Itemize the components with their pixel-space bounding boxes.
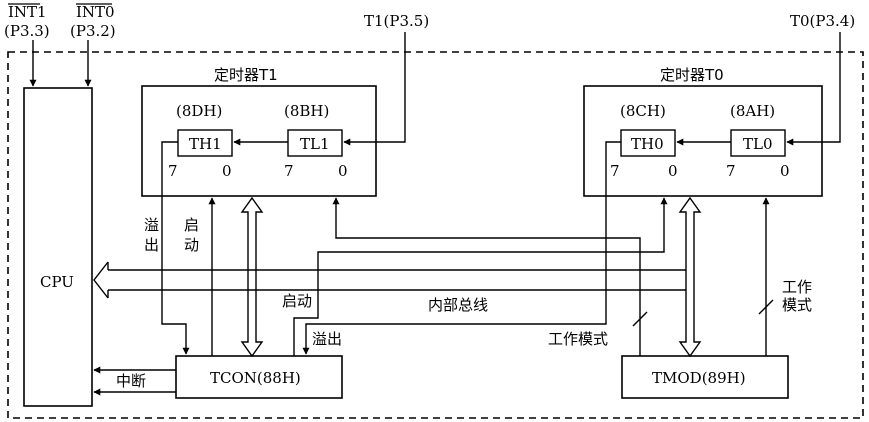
th1-overflow-line	[161, 141, 190, 355]
t0-mode-slash	[758, 299, 774, 315]
t1-mode-label: 工作模式	[548, 330, 608, 348]
th0-overflow-label: 溢出	[312, 330, 342, 348]
tcon-register	[175, 355, 343, 399]
tmod-label: TMOD(89H)	[652, 369, 746, 387]
t0-start-line	[293, 197, 668, 356]
int1-pin: INT1 (P3.3)	[4, 3, 50, 40]
t1-start-label-2: 动	[184, 236, 199, 254]
t1-mode-line	[332, 197, 641, 356]
chip-boundary	[7, 51, 864, 419]
t0-input-line	[786, 32, 841, 146]
th0-label: TH0	[631, 135, 664, 153]
t0-pin-label: T0(P3.4)	[790, 12, 855, 30]
tl0-bit-low: 0	[780, 162, 790, 180]
timer0-tl-address: (8AH)	[730, 102, 775, 120]
timer1-title: 定时器T1	[214, 66, 278, 84]
tl0-register	[730, 129, 786, 157]
cpu-block	[23, 87, 93, 407]
internal-bus-label: 内部总线	[428, 296, 488, 314]
th0-register	[620, 129, 676, 157]
t1-input-line	[343, 32, 406, 146]
svg-text:INT0: INT0	[76, 3, 115, 21]
timer0-title: 定时器T0	[660, 66, 724, 84]
internal-bus	[93, 261, 686, 299]
tl1-bit-low: 0	[338, 162, 348, 180]
timer0-th-address: (8CH)	[620, 102, 666, 120]
t0-tmod-bus-arrow	[678, 196, 702, 358]
th0-bit-high: 7	[610, 162, 620, 180]
tl0-label: TL0	[743, 135, 773, 153]
th0-overflow-line	[302, 141, 621, 355]
tl1-bit-high: 7	[284, 162, 294, 180]
th1-overflow-label: 溢	[144, 216, 159, 234]
svg-text:(P3.2): (P3.2)	[70, 22, 116, 40]
int0-pin: INT0 (P3.2)	[70, 3, 116, 40]
t0-start-label: 启动	[282, 292, 312, 310]
tl1-label: TL1	[300, 135, 330, 153]
t1-pin-label: T1(P3.5)	[364, 12, 429, 30]
t1-mode-slash	[632, 311, 648, 327]
th1-bit-low: 0	[222, 162, 232, 180]
cpu-label: CPU	[40, 273, 74, 291]
svg-text:(P3.3): (P3.3)	[4, 22, 50, 40]
th0-bit-low: 0	[668, 162, 678, 180]
interrupt-label: 中断	[116, 372, 146, 390]
timer1-th-address: (8DH)	[176, 102, 222, 120]
th1-label: TH1	[189, 135, 222, 153]
t1-start-label: 启	[184, 216, 199, 234]
t0-mode-label: 工作	[782, 278, 812, 296]
tl0-bit-high: 7	[726, 162, 736, 180]
tl1-register	[287, 129, 343, 157]
th1-bit-high: 7	[168, 162, 178, 180]
svg-text:INT1: INT1	[8, 3, 47, 21]
t0-mode-label-2: 模式	[782, 296, 812, 314]
th1-register	[177, 129, 233, 157]
timer1-tl-address: (8BH)	[284, 102, 329, 120]
th1-overflow-label-2: 出	[144, 236, 159, 254]
tcon-label: TCON(88H)	[210, 369, 301, 387]
t1-tcon-bus-arrow	[240, 196, 264, 358]
tmod-register	[621, 355, 789, 399]
